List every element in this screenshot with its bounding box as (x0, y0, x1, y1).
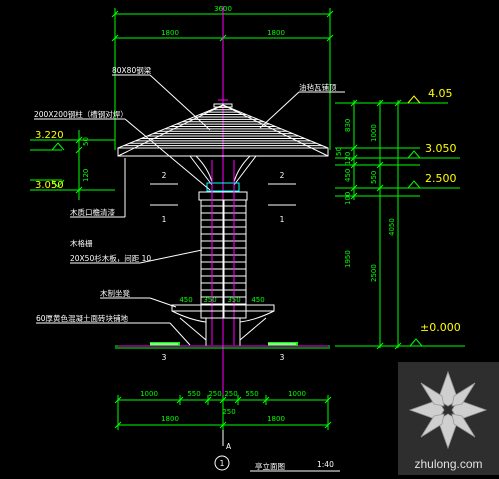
column (198, 160, 248, 347)
title-text: 亭立面图 (255, 461, 285, 471)
elev-left-bottom: 3.050 (35, 180, 64, 191)
dim-base-550-left: 550 (187, 390, 200, 398)
right-elevation-markers: 4.05 3.050 2.500 ±0.000 (402, 87, 465, 347)
label-wood-rail-spec: 20X50杉木板，间距 10 (70, 253, 151, 263)
dim-base-250-bottom: 250 (222, 408, 235, 416)
elev-405: 4.05 (428, 87, 453, 100)
seat: 450 350 350 450 (171, 296, 275, 341)
dim-seat-450-right: 450 (251, 296, 264, 304)
dim-base-1000-right: 1000 (288, 390, 306, 398)
section-marks: 2 2 1 1 3 3 (150, 171, 296, 362)
dim-roof-50: 50 (82, 137, 90, 146)
roof-tile-hatch (123, 106, 323, 147)
label-roof-tile: 油毡瓦铺顶 (299, 82, 337, 92)
dim-seat-350-left: 350 (203, 296, 216, 304)
left-annotations: 80X80钢梁 200X200钢柱（槽钢对焊） 木质口檐清漆 木格栅 20X50… (34, 65, 211, 346)
roof-brackets (189, 155, 257, 186)
watermark-text: zhulong.com (414, 457, 483, 471)
dim-right-4050: 4050 (388, 218, 396, 236)
dim-right-830: 830 (344, 119, 352, 132)
section-1-left: 1 (162, 215, 167, 224)
dim-right-550: 550 (370, 171, 378, 184)
dim-top-right: 1800 (267, 29, 285, 37)
dim-right-120: 120 (344, 152, 352, 165)
label-wood-rail: 木格栅 (70, 238, 93, 248)
elev-0000: ±0.000 (420, 321, 461, 334)
dim-base-250-left: 250 (208, 390, 221, 398)
dim-top-left: 1800 (161, 29, 179, 37)
section-3-left: 3 (162, 353, 167, 362)
elev-2500: 2.500 (425, 172, 457, 185)
label-wood-seat: 木制坐凳 (100, 288, 130, 298)
section-3-right: 3 (280, 353, 285, 362)
dim-seat-450-left: 450 (179, 296, 192, 304)
bottom-dimension-chain: 1000 550 250 250 550 1000 1800 1800 250 (114, 390, 332, 430)
section-2-right: 2 (280, 171, 285, 180)
title-ref-number: 1 (220, 459, 225, 468)
title-scale: 1:40 (317, 460, 334, 469)
dim-right-450: 450 (344, 169, 352, 182)
section-2-left: 2 (162, 171, 167, 180)
watermark: zhulong.com (398, 362, 499, 475)
dim-base-250-right: 250 (224, 390, 237, 398)
right-dimension-chains: 830 120 450 100 1950 1000 550 2500 4050 … (335, 99, 420, 350)
watermark-logo-icon (398, 362, 499, 475)
dim-right-100: 100 (344, 192, 352, 205)
label-steel-beam: 80X80钢梁 (112, 65, 152, 75)
dim-base-1800-right: 1800 (267, 415, 285, 423)
dim-right-2500: 2500 (370, 264, 378, 282)
dim-base-550-right: 550 (245, 390, 258, 398)
left-elevation-marks: 3.220 3.050 50 120 (30, 130, 115, 200)
label-floor: 60厚黄色混凝土面砖块铺地 (36, 313, 129, 323)
dim-seat-350-right: 350 (227, 296, 240, 304)
dim-base-1000-left: 1000 (140, 390, 158, 398)
label-steel-column: 200X200钢柱（槽钢对焊） (34, 109, 128, 119)
drawing-title: A 1 亭立面图 1:40 (214, 430, 340, 472)
dim-base-1800-left: 1800 (161, 415, 179, 423)
dim-right-1000: 1000 (370, 124, 378, 142)
right-annotation: 油毡瓦铺顶 (259, 82, 345, 129)
elev-left-top: 3.220 (35, 130, 64, 141)
label-wood-edge: 木质口檐清漆 (70, 207, 115, 217)
section-1-right: 1 (280, 215, 285, 224)
roof (117, 99, 329, 157)
elev-3050: 3.050 (425, 142, 457, 155)
dim-roof-120: 120 (82, 169, 90, 182)
dim-right-50: 50 (335, 147, 343, 156)
dim-right-1950: 1950 (344, 250, 352, 268)
title-ref-letter: A (226, 442, 232, 451)
